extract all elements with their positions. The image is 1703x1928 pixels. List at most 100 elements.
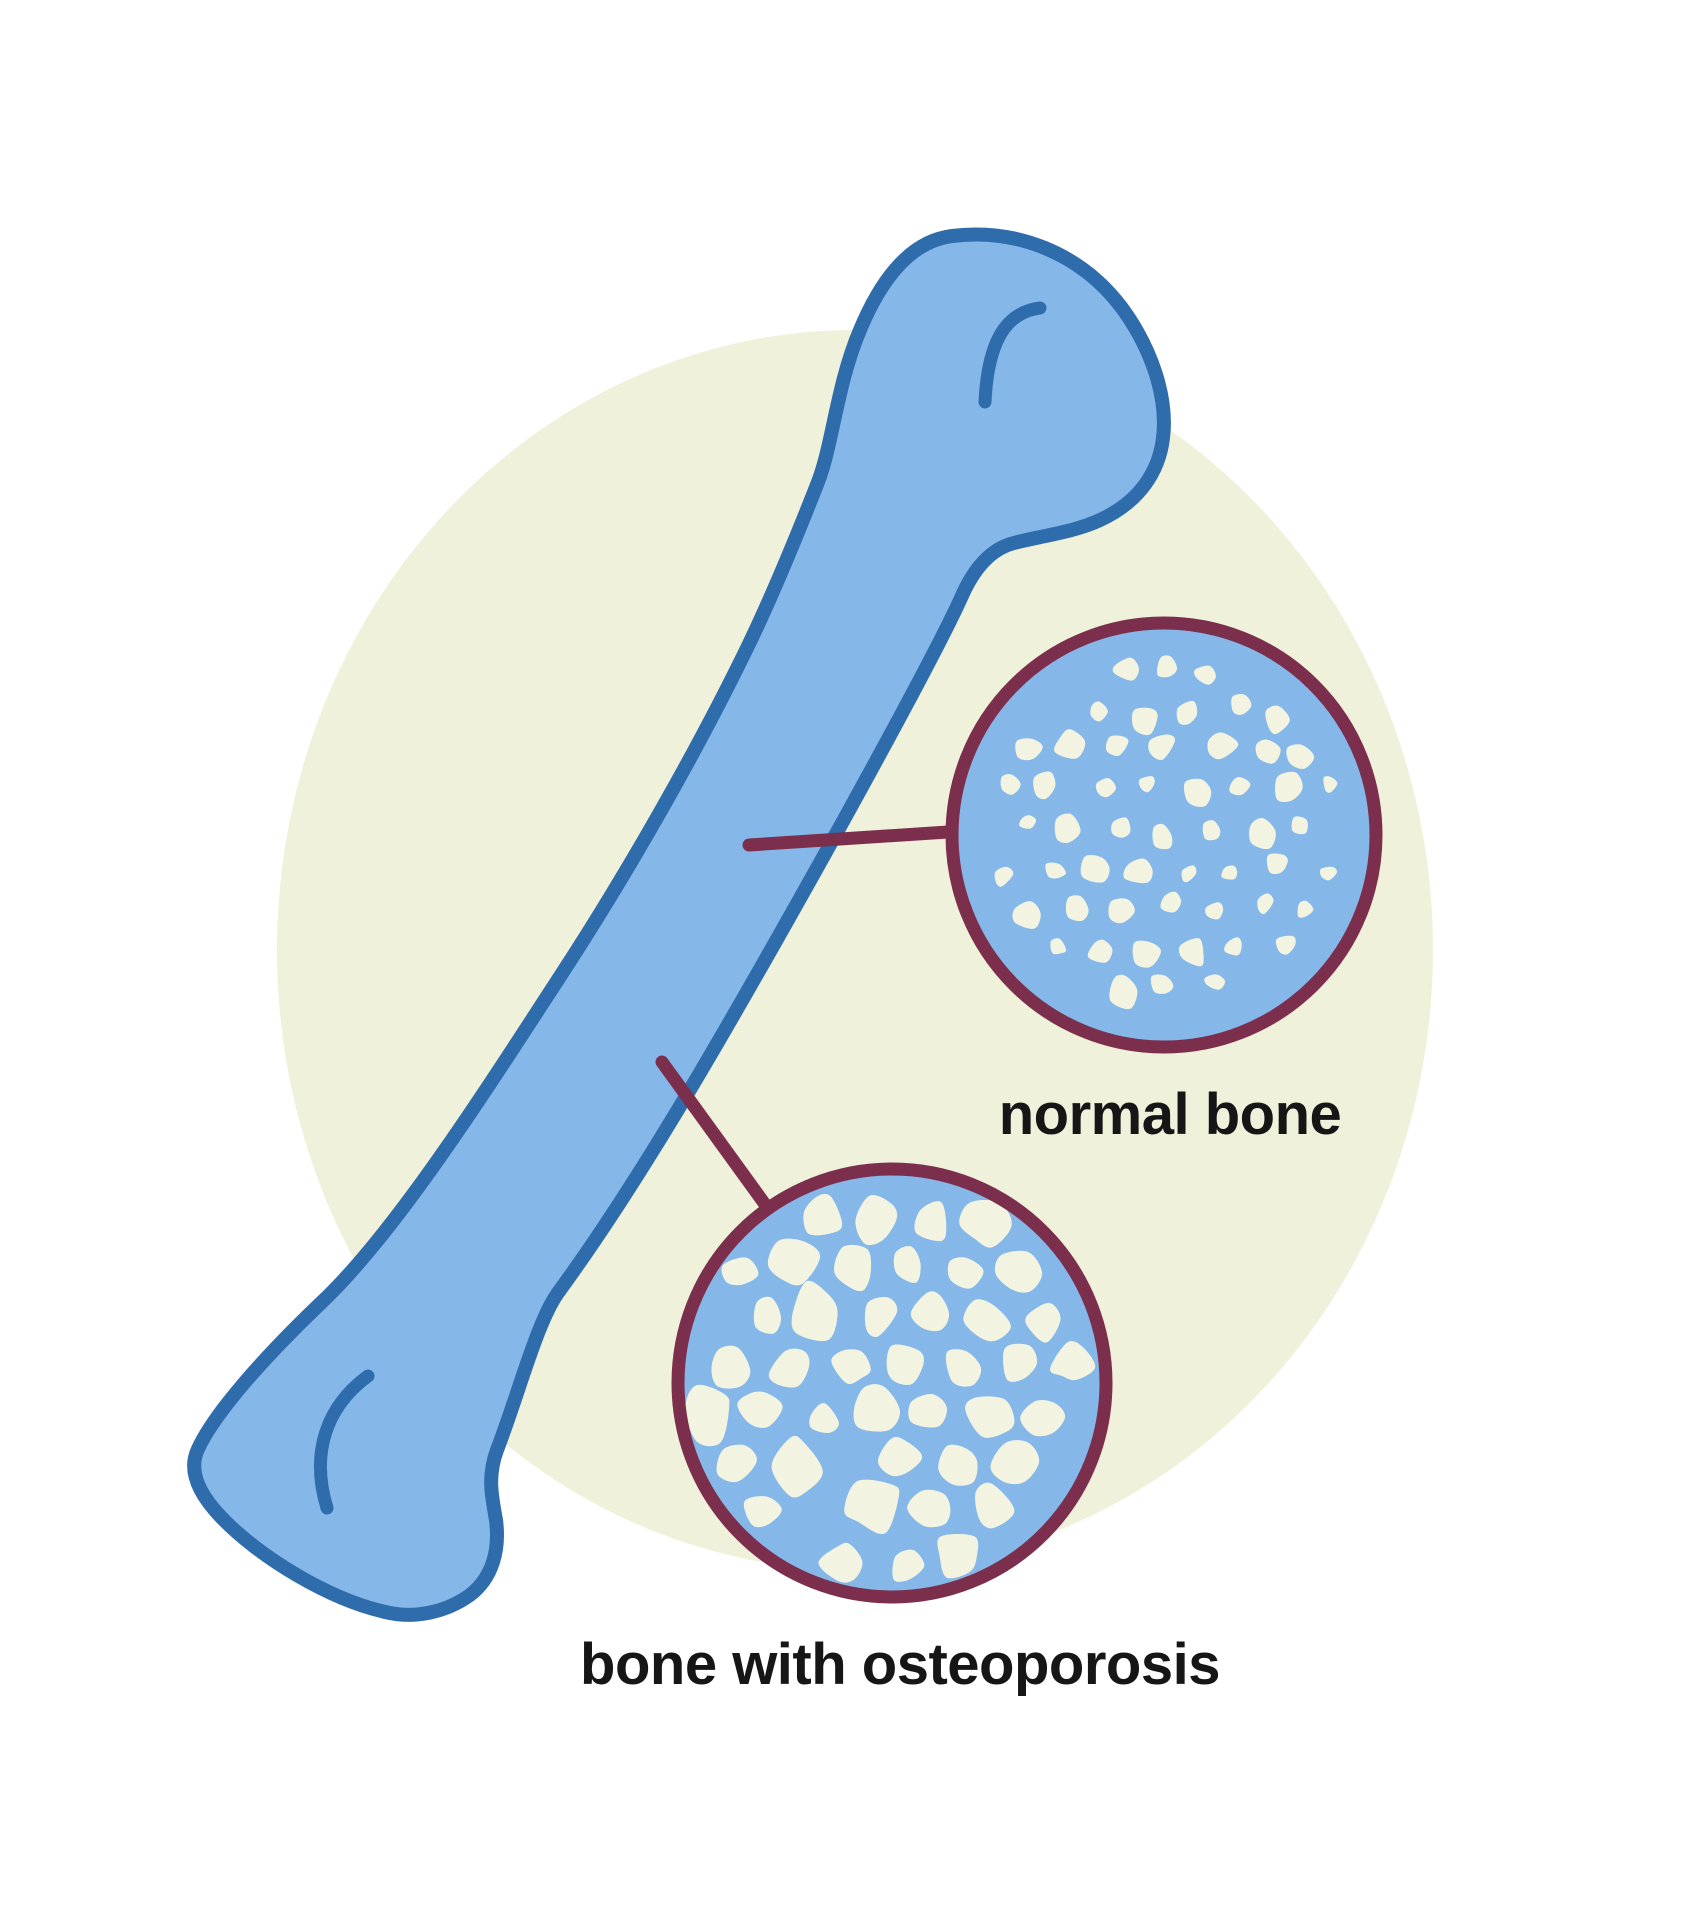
normal-bone-pore-pattern xyxy=(994,655,1338,1010)
pore-spot xyxy=(853,1384,900,1432)
pore-spot xyxy=(1033,771,1056,800)
pore-spot xyxy=(1207,732,1239,760)
pore-spot xyxy=(721,1257,759,1286)
pore-spot xyxy=(965,1396,1015,1438)
pore-spot xyxy=(834,1244,872,1292)
pore-spot xyxy=(1176,700,1198,725)
pore-spot xyxy=(1249,817,1276,850)
pore-spot xyxy=(990,1440,1040,1485)
pore-spot xyxy=(947,1257,984,1289)
pore-spot xyxy=(1050,1341,1096,1381)
pore-spot xyxy=(1229,776,1251,796)
pore-spot xyxy=(685,1384,730,1447)
pore-spot xyxy=(767,1238,821,1286)
pore-spot xyxy=(914,1201,947,1242)
pore-spot xyxy=(1015,738,1043,761)
pore-spot xyxy=(1266,853,1288,875)
pore-spot xyxy=(938,1444,978,1486)
inset-normal-bone xyxy=(945,616,1383,1054)
pore-spot xyxy=(743,1496,782,1528)
pore-spot xyxy=(877,1436,923,1477)
normal-bone-label: normal bone xyxy=(999,1082,1342,1147)
pore-spot xyxy=(768,1348,810,1388)
pore-spot xyxy=(1065,895,1089,922)
pore-spot xyxy=(1019,815,1037,829)
pore-spot xyxy=(753,1296,782,1334)
pore-spot xyxy=(1000,774,1021,795)
inset-osteoporosis-ring xyxy=(671,1162,1113,1604)
osteoporosis-label: bone with osteoporosis xyxy=(580,1632,1220,1697)
pore-spot xyxy=(1286,744,1315,769)
pore-spot xyxy=(711,1345,751,1389)
pore-spot xyxy=(1275,935,1296,955)
pore-spot xyxy=(1204,974,1226,990)
pore-spot xyxy=(908,1393,947,1428)
pore-spot xyxy=(1193,665,1216,685)
pore-spot xyxy=(1297,900,1314,918)
pore-spot xyxy=(1112,657,1140,681)
pore-spot xyxy=(1054,813,1081,844)
pore-spot xyxy=(1111,817,1131,838)
pore-spot xyxy=(791,1280,838,1342)
pore-spot xyxy=(855,1195,898,1246)
pore-spot xyxy=(1152,823,1173,850)
osteoporosis-pore-pattern xyxy=(685,1193,1096,1583)
pore-spot xyxy=(1291,816,1308,835)
inset-osteoporosis-bone xyxy=(671,1162,1113,1604)
pore-spot xyxy=(994,866,1014,887)
pore-spot xyxy=(771,1435,823,1498)
pore-spot xyxy=(1080,854,1110,883)
pore-spot xyxy=(1257,893,1274,915)
pore-spot xyxy=(1183,778,1212,807)
pore-spot xyxy=(1221,865,1238,880)
pore-spot xyxy=(937,1533,979,1579)
pore-spot xyxy=(818,1542,863,1583)
bone-head-ridge-line xyxy=(978,301,1047,409)
pore-spot xyxy=(1224,937,1242,956)
pore-spot xyxy=(803,1193,843,1236)
pore-spot xyxy=(994,1250,1043,1293)
bone-foot-ridge-line xyxy=(314,1369,375,1515)
pore-spot xyxy=(1012,901,1041,929)
pore-spot xyxy=(959,1200,1012,1248)
pore-spot xyxy=(1123,858,1153,884)
pore-spot xyxy=(945,1349,982,1387)
pore-spot xyxy=(864,1296,898,1338)
pore-spot xyxy=(1181,865,1197,883)
leader-line-osteoporosis xyxy=(655,1055,771,1210)
pore-spot xyxy=(886,1344,924,1385)
pore-spot xyxy=(1045,862,1066,879)
pore-spot xyxy=(1231,694,1252,715)
pore-spot xyxy=(1131,707,1158,736)
pore-spot xyxy=(809,1403,839,1433)
pore-spot xyxy=(1090,701,1108,722)
pore-spot xyxy=(1160,891,1182,913)
pore-spot xyxy=(1157,655,1178,678)
leader-line-normal xyxy=(742,825,955,852)
pore-spot xyxy=(910,1291,950,1332)
pore-spot xyxy=(1105,735,1129,757)
pore-spot xyxy=(737,1391,783,1428)
pore-spot xyxy=(1054,729,1086,759)
pore-spot xyxy=(1274,771,1303,803)
pore-spot xyxy=(975,1482,1015,1529)
pore-spot xyxy=(1319,866,1338,881)
pore-spot xyxy=(1323,776,1338,793)
pore-spot xyxy=(907,1489,951,1528)
pore-spot xyxy=(1150,974,1174,994)
pore-spot xyxy=(1204,902,1224,920)
pore-spot xyxy=(1020,1399,1066,1437)
pore-spot xyxy=(1138,776,1155,793)
pore-spot xyxy=(1202,820,1221,841)
pore-spot xyxy=(844,1479,900,1535)
pore-spot xyxy=(1025,1302,1061,1343)
pore-spot xyxy=(1108,898,1135,924)
pore-spot xyxy=(892,1549,925,1582)
pore-spot xyxy=(1265,705,1290,735)
pore-spot xyxy=(1148,734,1176,761)
bone-shape xyxy=(187,227,1171,1622)
pore-spot xyxy=(1050,938,1067,955)
pore-spot xyxy=(716,1444,758,1483)
